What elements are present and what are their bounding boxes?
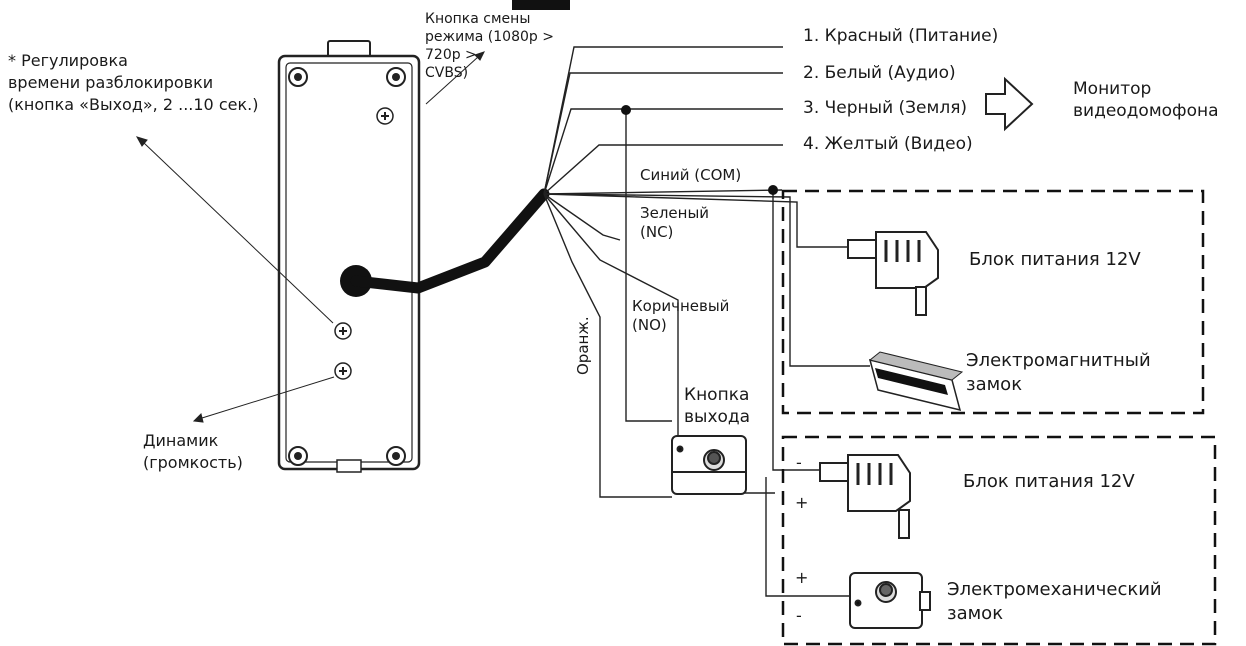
monitor-label: Монитор видеодомофона	[1073, 79, 1219, 121]
electromechanical-lock-label: Электромеханический замок	[947, 579, 1162, 624]
corner-screw-icon	[288, 67, 406, 466]
blue-wire-label: Синий (COM)	[640, 166, 742, 184]
com-junction-dot	[768, 185, 778, 195]
mode-button-annotation: Кнопка смены режима (1080р > 720р > CVBS…	[425, 11, 554, 81]
lock-group-2-frame	[781, 435, 1217, 646]
psu-2-label: Блок питания 12V	[963, 471, 1135, 492]
electromagnetic-lock-icon	[868, 351, 964, 412]
power-supply-icon	[847, 231, 939, 316]
main-cable	[350, 188, 550, 294]
ground-junction-dot	[621, 105, 631, 115]
call-panel-device	[277, 40, 550, 473]
green-wire-label: Зеленый (NC)	[640, 204, 710, 241]
polarity-minus-top: -	[796, 453, 802, 472]
brown-wire-label: Коричневый (NO)	[632, 297, 730, 334]
electromechanical-lock-icon	[849, 572, 931, 629]
polarity-plus-bottom: +	[795, 568, 809, 587]
electromagnetic-lock-label: Электромагнитный замок	[966, 350, 1151, 395]
wire-label-black: 3. Черный (Земля)	[803, 98, 968, 118]
annotation-arrows	[135, 51, 485, 423]
exit-button-icon	[671, 435, 747, 495]
power-supply-icon	[819, 454, 911, 539]
cross-screw-icon	[334, 107, 394, 380]
polarity-minus-bottom: -	[796, 606, 802, 625]
wire-label-white: 2. Белый (Аудио)	[803, 63, 956, 83]
unlock-time-annotation: * Регулировка времени разблокировки (кно…	[8, 51, 259, 114]
exit-button-label: Кнопка выхода	[684, 385, 751, 427]
monitor-arrow-icon	[985, 76, 1034, 132]
wire-label-yellow: 4. Желтый (Видео)	[803, 134, 973, 154]
title-remnant	[512, 0, 570, 10]
speaker-annotation: Динамик (громкость)	[143, 431, 243, 472]
lock-group-1-frame	[781, 189, 1205, 415]
psu-1-label: Блок питания 12V	[969, 249, 1141, 270]
polarity-plus-top: +	[795, 493, 809, 512]
wire-label-red: 1. Красный (Питание)	[803, 26, 999, 46]
orange-wire-label: Оранж.	[574, 316, 592, 375]
